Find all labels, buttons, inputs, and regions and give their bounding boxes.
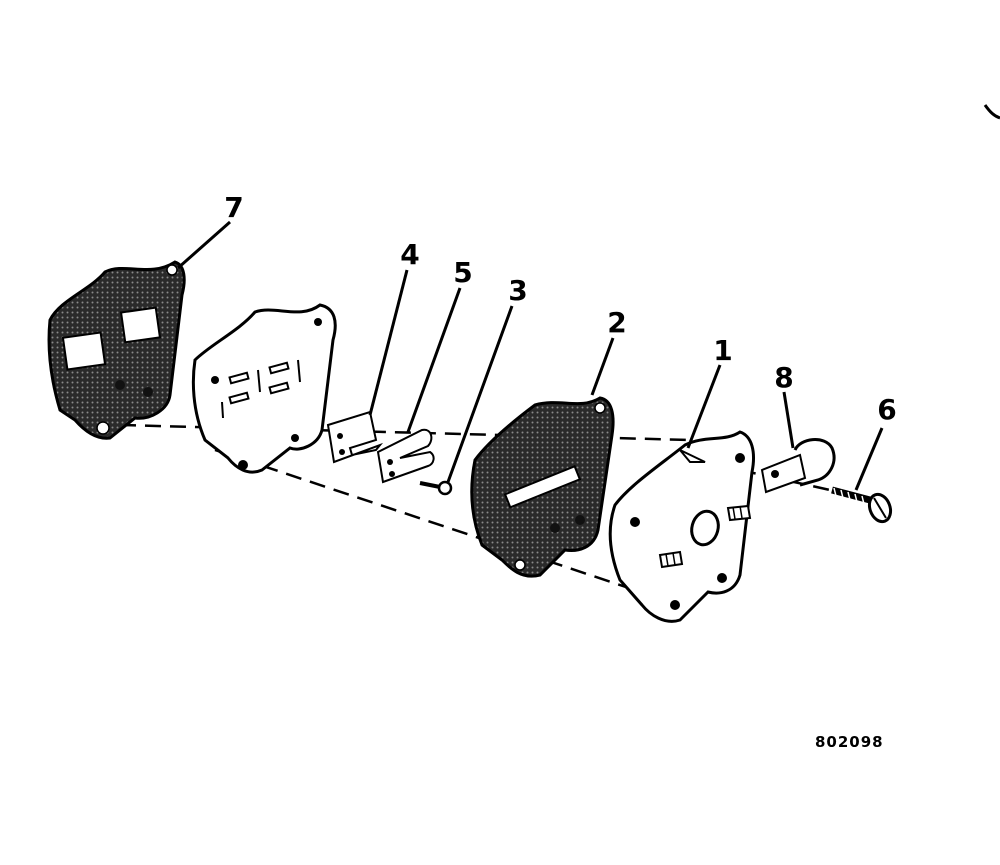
leader-8 <box>782 391 795 449</box>
callout-6: 6 <box>877 393 897 426</box>
leader-5 <box>406 287 462 433</box>
part-6-screw <box>831 486 893 524</box>
callout-5: 5 <box>453 256 473 289</box>
leader-lines <box>177 220 884 491</box>
edge-mark <box>983 104 1000 120</box>
part-5-reed <box>376 428 435 484</box>
leader-7 <box>177 220 231 270</box>
callout-3: 3 <box>508 274 528 307</box>
callout-4: 4 <box>400 238 420 271</box>
callout-2: 2 <box>607 306 627 339</box>
part-8-clip <box>760 438 836 494</box>
part-4-reed-stop <box>326 410 384 464</box>
part-7-gasket <box>47 260 186 440</box>
callout-7: 7 <box>224 191 244 224</box>
lower-alignment-line <box>214 448 681 607</box>
leader-6 <box>854 427 884 491</box>
leader-3 <box>446 305 514 483</box>
part-2-gasket <box>470 396 615 578</box>
callout-8: 8 <box>774 361 794 394</box>
part-3-screw <box>419 480 453 496</box>
leader-2 <box>590 337 615 396</box>
callout-1: 1 <box>713 334 733 367</box>
part-code: 802098 <box>815 733 884 751</box>
screw-alignment-line <box>739 468 831 492</box>
part-1-cover-plate <box>608 430 755 623</box>
leader-1 <box>686 364 722 449</box>
leader-4 <box>368 269 409 416</box>
reed-plate <box>191 303 337 474</box>
